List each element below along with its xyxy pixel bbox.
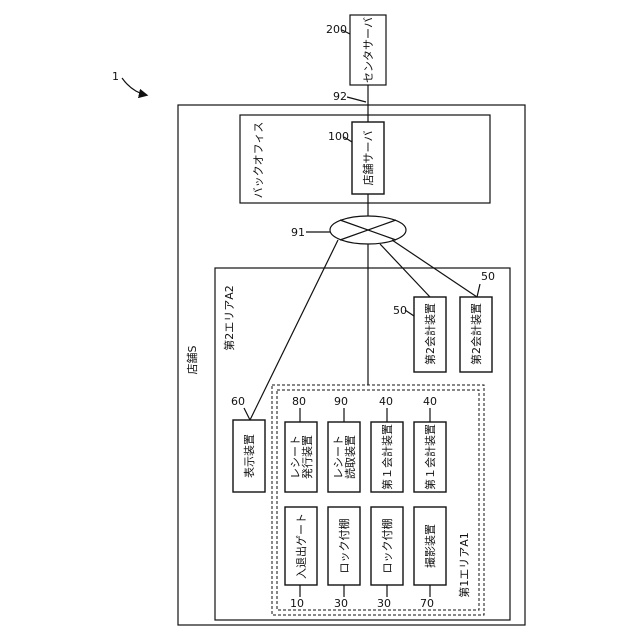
store-label: 店舗S [185, 345, 199, 374]
network-to-display-line [250, 240, 338, 420]
checkout1-b-ref: 40 [423, 395, 437, 408]
camera-label: 撮影装置 [423, 524, 437, 568]
receipt-issue-ref: 80 [292, 395, 306, 408]
checkout2-b-label: 第2会計装置 [469, 303, 483, 365]
center-server-label: センタサーバ [362, 17, 375, 83]
system-ref-leader [122, 78, 146, 95]
network-to-checkout2a-line [380, 244, 430, 297]
line-92-ref: 92 [333, 90, 347, 103]
checkout1-a-ref: 40 [379, 395, 393, 408]
checkout2-b-ref: 50 [481, 270, 495, 283]
center-server-ref: 200 [326, 23, 347, 36]
gate-label: 入退出ゲート [294, 513, 308, 579]
checkout1-b-label: 第１会計装置 [423, 424, 437, 490]
checkout1-a-label: 第１会計装置 [380, 424, 394, 490]
checkout2-b-ref-leader [477, 284, 480, 297]
checkout2-a-label: 第2会計装置 [423, 303, 437, 365]
display-device-ref: 60 [231, 395, 245, 408]
area1-label: 第1エリアA1 [457, 532, 471, 598]
receipt-read-label-2: 読取装置 [343, 435, 357, 479]
network-ref: 91 [291, 226, 305, 239]
locker-b-ref: 30 [377, 597, 391, 610]
receipt-issue-label-2: 発行装置 [300, 435, 314, 479]
receipt-read-ref: 90 [334, 395, 348, 408]
system-ref-label: 1 [112, 70, 119, 83]
store-server-ref: 100 [328, 130, 349, 143]
gate-ref: 10 [290, 597, 304, 610]
line-92-ref-leader [347, 97, 366, 102]
store-server-label: 店舗サーバ [361, 131, 375, 186]
display-device-label: 表示装置 [242, 434, 256, 478]
display-device-ref-leader [244, 408, 250, 420]
area2-label: 第2エリアA2 [222, 285, 236, 351]
locker-a-label: ロック付棚 [337, 519, 351, 574]
locker-b-label: ロック付棚 [380, 519, 394, 574]
camera-ref: 70 [420, 597, 434, 610]
locker-a-ref: 30 [334, 597, 348, 610]
back-office-label: バックオフィス [252, 122, 265, 199]
